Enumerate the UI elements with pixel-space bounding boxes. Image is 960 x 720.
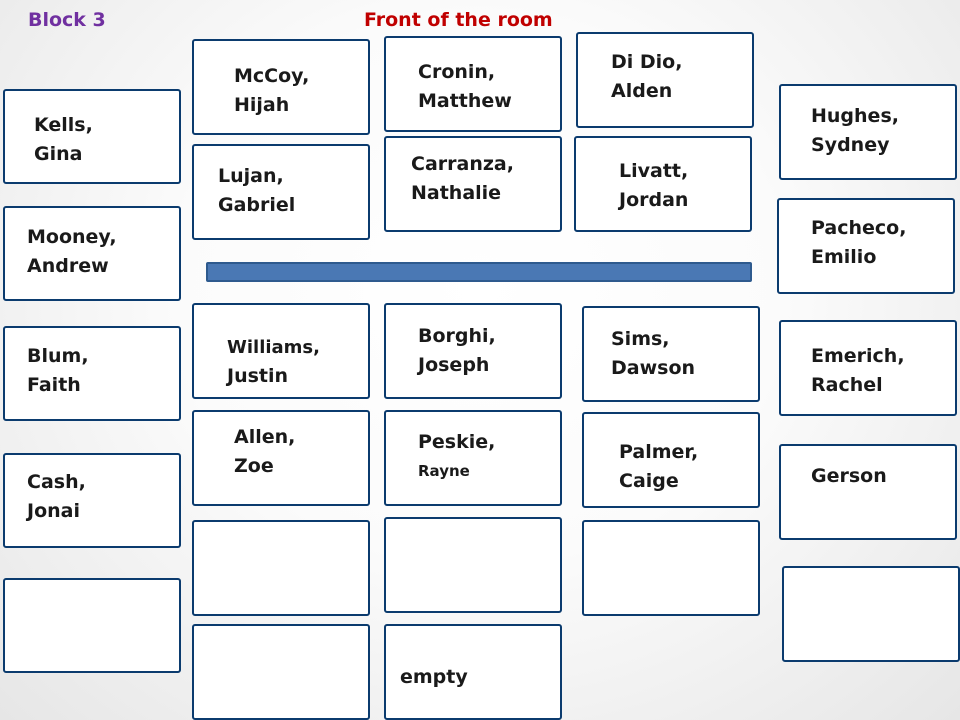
seat-label: Emerich, Rachel <box>811 342 905 400</box>
seat-mccoy[interactable] <box>192 39 370 135</box>
seat-label: Cash, Jonai <box>27 468 86 526</box>
last-name: Williams, <box>227 337 320 358</box>
seat-label: Gerson <box>811 462 887 491</box>
seat-livatt[interactable] <box>574 136 752 232</box>
seat-label: Livatt, Jordan <box>619 157 688 215</box>
seat-empty-col4[interactable] <box>582 520 760 616</box>
seat-allen[interactable] <box>192 410 370 506</box>
seat-label: Carranza, Nathalie <box>411 150 514 208</box>
first-name: Rachel <box>811 374 883 396</box>
seat-label: Sims, Dawson <box>611 325 695 383</box>
seat-label: Blum, Faith <box>27 342 89 400</box>
seat-williams[interactable] <box>192 303 370 399</box>
seat-peskie[interactable] <box>384 410 562 506</box>
seat-blum[interactable] <box>3 326 181 421</box>
seat-label: Borghi, Joseph <box>418 322 496 380</box>
first-name: Caige <box>619 470 679 492</box>
last-name: Cash, <box>27 471 86 493</box>
first-name: Faith <box>27 374 81 396</box>
seat-label: Palmer, Caige <box>619 438 698 496</box>
teacher-table <box>206 262 752 282</box>
seat-label: Di Dio, Alden <box>611 48 682 106</box>
last-name: Borghi, <box>418 325 496 347</box>
seat-label: Mooney, Andrew <box>27 223 117 281</box>
seat-cronin[interactable] <box>384 36 562 132</box>
seat-label: McCoy, Hijah <box>234 62 309 120</box>
empty-label: empty <box>400 666 468 688</box>
seat-label: Peskie, Rayne <box>418 428 495 486</box>
last-name: Lujan, <box>218 165 284 187</box>
last-name: Gerson <box>811 465 887 487</box>
first-name: Gina <box>34 143 83 165</box>
first-name: Emilio <box>811 246 877 268</box>
seat-kells[interactable] <box>3 89 181 184</box>
seat-label: Kells, Gina <box>34 111 93 169</box>
seat-empty-col2-b[interactable] <box>192 624 370 720</box>
first-name: Zoe <box>234 455 274 477</box>
last-name: Livatt, <box>619 160 689 182</box>
seat-cash[interactable] <box>3 453 181 548</box>
seat-label: Cronin, Matthew <box>418 58 512 116</box>
seat-hughes[interactable] <box>779 84 957 180</box>
last-name: Cronin, <box>418 61 496 83</box>
first-name: Justin <box>227 365 289 387</box>
seat-sims[interactable] <box>582 306 760 402</box>
first-name: Hijah <box>234 94 290 116</box>
front-of-room-label: Front of the room <box>364 9 553 31</box>
seat-empty-col2-a[interactable] <box>192 520 370 616</box>
last-name: Emerich, <box>811 345 905 367</box>
first-name: Alden <box>611 80 673 102</box>
last-name: Mooney, <box>27 226 117 248</box>
last-name: Sims, <box>611 328 670 350</box>
last-name: Peskie, <box>418 431 496 453</box>
seat-lujan[interactable] <box>192 144 370 240</box>
seat-gerson[interactable] <box>779 444 957 540</box>
first-name: Jonai <box>27 500 80 522</box>
seat-emerich[interactable] <box>779 320 957 416</box>
seat-label: Lujan, Gabriel <box>218 162 295 220</box>
last-name: Blum, <box>27 345 89 367</box>
first-name: Sydney <box>811 134 890 156</box>
seat-label: Williams, Justin <box>227 333 320 391</box>
seat-mooney[interactable] <box>3 206 181 301</box>
seat-empty-col3-b[interactable] <box>384 624 562 720</box>
first-name: Jordan <box>619 189 689 211</box>
seat-palmer[interactable] <box>582 412 760 508</box>
last-name: Kells, <box>34 114 93 136</box>
last-name: Hughes, <box>811 105 899 127</box>
last-name: Allen, <box>234 426 296 448</box>
seat-pacheco[interactable] <box>777 198 955 294</box>
seat-label: Pacheco, Emilio <box>811 214 906 272</box>
first-name: Nathalie <box>411 182 502 204</box>
seat-didio[interactable] <box>576 32 754 128</box>
first-name: Dawson <box>611 357 696 379</box>
seat-borghi[interactable] <box>384 303 562 399</box>
seat-empty-col5[interactable] <box>782 566 960 662</box>
seat-label: Allen, Zoe <box>234 423 295 481</box>
seat-carranza[interactable] <box>384 136 562 232</box>
last-name: Di Dio, <box>611 51 683 73</box>
last-name: Carranza, <box>411 153 514 175</box>
last-name: McCoy, <box>234 65 310 87</box>
first-name: Matthew <box>418 90 512 112</box>
seat-label: Hughes, Sydney <box>811 102 899 160</box>
last-name: Palmer, <box>619 441 699 463</box>
first-name: Rayne <box>418 462 470 480</box>
seat-empty-col1[interactable] <box>3 578 181 673</box>
last-name: Pacheco, <box>811 217 907 239</box>
first-name: Andrew <box>27 255 109 277</box>
seat-empty-col3-a[interactable] <box>384 517 562 613</box>
block-label: Block 3 <box>28 9 106 31</box>
first-name: Gabriel <box>218 194 296 216</box>
seat-label: empty <box>400 663 468 692</box>
first-name: Joseph <box>418 354 490 376</box>
